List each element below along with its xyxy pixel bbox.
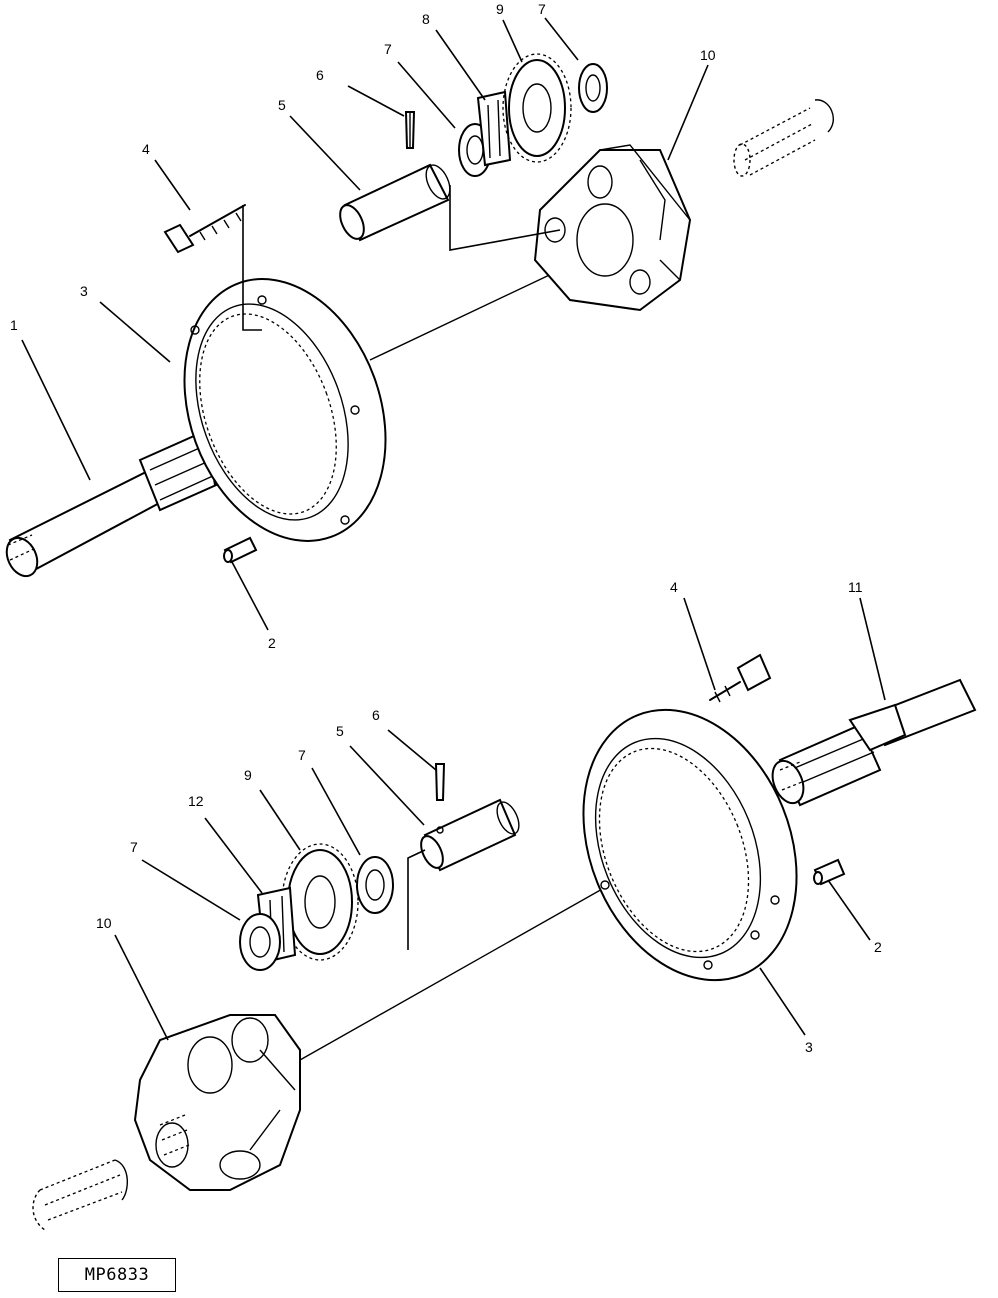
callout-5-bottom: 5 — [336, 723, 344, 739]
callout-6-bottom: 6 — [372, 707, 380, 723]
figure-code-box: MP6833 — [58, 1258, 176, 1292]
bottom-carrier-part-10 — [133, 1014, 301, 1191]
callout-4-bottom: 4 — [670, 579, 678, 595]
top-assembly: 1 2 3 4 5 6 7 8 9 7 10 — [5, 1, 834, 651]
bottom-shaft-part-11 — [771, 678, 977, 807]
callout-10-bottom: 10 — [96, 915, 112, 931]
callout-1-top: 1 — [10, 317, 18, 333]
callout-3-bottom: 3 — [805, 1039, 813, 1055]
callout-6-top: 6 — [316, 67, 324, 83]
callout-8-top: 8 — [422, 11, 430, 27]
top-gear-part-9 — [502, 53, 572, 163]
top-rollpin-part-6 — [404, 111, 416, 149]
bottom-washer-part-7b — [239, 913, 281, 971]
bottom-assembly: 4 11 6 5 7 9 12 7 10 2 3 — [32, 579, 977, 1231]
bottom-bolt-part-4 — [709, 653, 772, 703]
callout-9-top: 9 — [496, 1, 504, 17]
top-pin-part-5 — [339, 163, 451, 242]
figure-code: MP6833 — [84, 1265, 150, 1285]
bottom-washer-part-7a — [356, 856, 394, 914]
callout-4-top: 4 — [142, 141, 150, 157]
top-bearing-part-8 — [476, 90, 512, 167]
bottom-pin-part-2 — [813, 858, 846, 886]
callout-11-bottom: 11 — [848, 579, 863, 595]
callout-2-top: 2 — [268, 635, 276, 651]
callout-7a-top: 7 — [384, 41, 392, 57]
top-washer-part-7b — [578, 63, 608, 113]
callout-9-bottom: 9 — [244, 767, 252, 783]
bottom-spline-coupler — [32, 1159, 128, 1231]
callout-10-top: 10 — [700, 47, 716, 63]
bottom-ring-gear-part-3 — [582, 708, 798, 982]
top-spline-coupler — [733, 99, 834, 177]
top-bolt-part-4 — [163, 204, 246, 254]
top-carrier-part-10 — [533, 144, 692, 312]
callout-7b-top: 7 — [538, 1, 546, 17]
top-axis-line — [369, 269, 561, 361]
callout-7a-bottom: 7 — [298, 747, 306, 763]
top-ring-gear-part-3 — [183, 278, 387, 542]
bottom-pin-part-5 — [420, 798, 520, 872]
callout-2-bottom: 2 — [874, 939, 882, 955]
callout-5-top: 5 — [278, 97, 286, 113]
callout-3-top: 3 — [80, 283, 88, 299]
bottom-rollpin-part-6 — [434, 763, 446, 834]
callout-7b-bottom: 7 — [130, 839, 138, 855]
callout-12-bottom: 12 — [188, 793, 204, 809]
top-pin-part-2 — [223, 536, 258, 564]
